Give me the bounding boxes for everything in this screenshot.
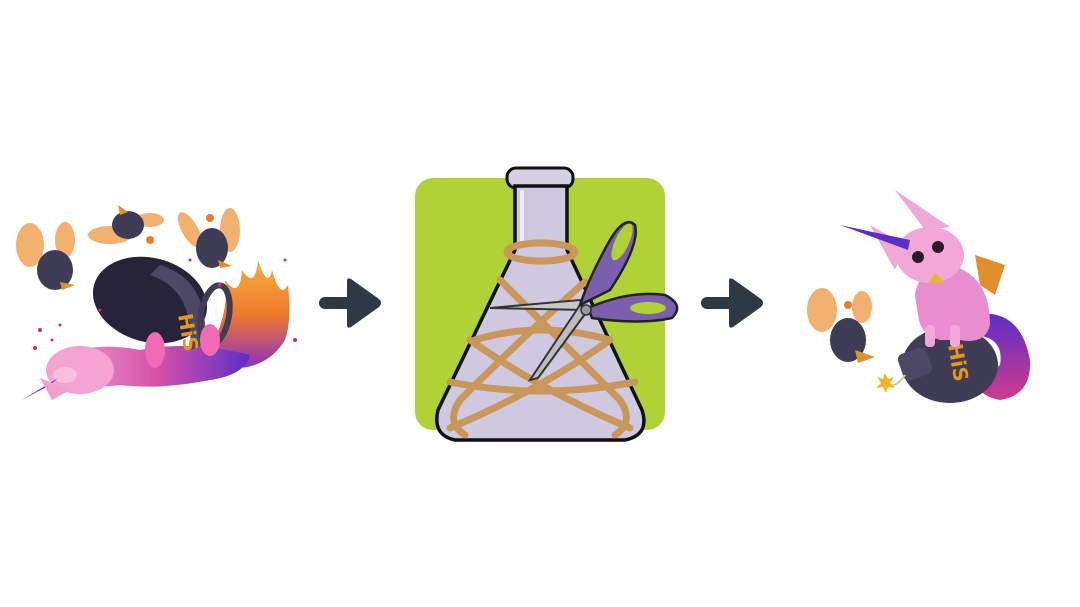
arrow-right-icon bbox=[699, 277, 765, 329]
bird-bomb-icon bbox=[807, 288, 875, 363]
scissors-icon bbox=[489, 220, 679, 382]
bird-bomb-icon bbox=[16, 222, 75, 290]
spark-icon bbox=[876, 373, 895, 393]
bomb-icon: HiS bbox=[92, 256, 233, 353]
horn-icon bbox=[840, 225, 910, 250]
bird-bomb-icon bbox=[177, 208, 240, 268]
bird-bomb-icon bbox=[88, 205, 164, 244]
before-illustration: HiS bbox=[10, 190, 310, 420]
after-illustration: HiS bbox=[800, 185, 1050, 415]
flame-icon bbox=[210, 260, 290, 368]
arrow-right-icon bbox=[317, 277, 383, 329]
bomb-icon: HiS bbox=[876, 327, 998, 403]
process-illustration bbox=[410, 160, 680, 450]
